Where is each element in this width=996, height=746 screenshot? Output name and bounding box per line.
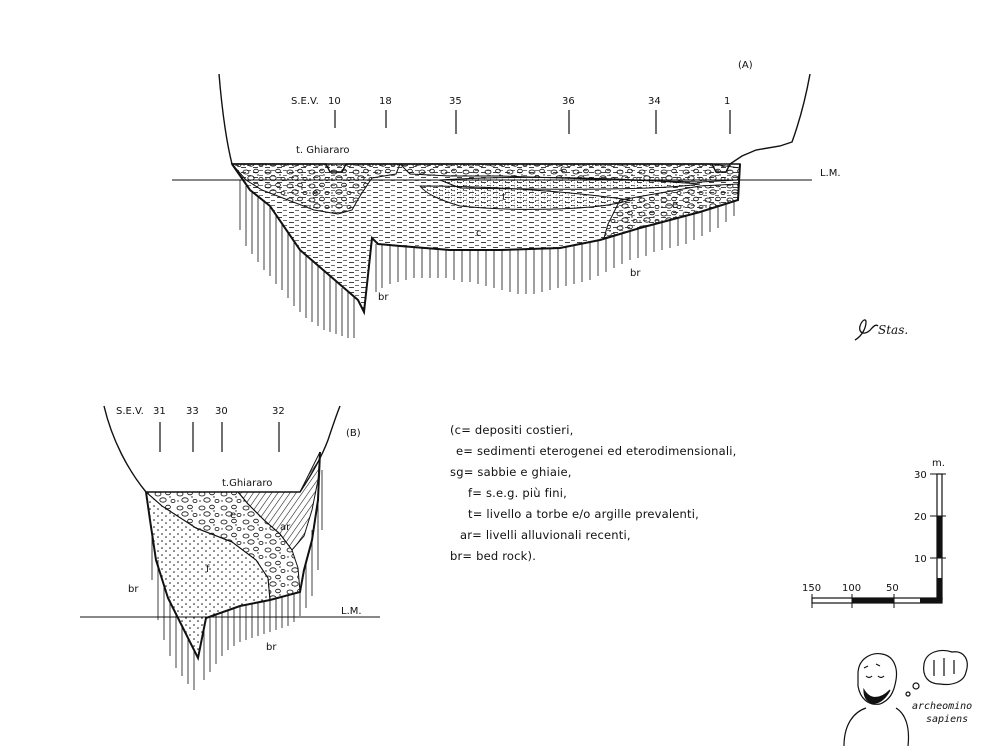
scale-h-100: 100 [842,583,861,594]
section-a-sev-36: 36 [562,96,575,107]
archeomino-logo [843,649,968,746]
section-b-sev-33: 33 [186,406,199,417]
section-a-sev-label: S.E.V. [291,96,319,107]
section-a-sev-10: 10 [328,96,341,107]
section-a-zone-c: c [560,164,566,175]
section-b-sev-32: 32 [272,406,285,417]
logo-line-1: archeomino [912,701,973,712]
signature: Stas. [854,319,908,341]
section-a-br-right: br [630,268,641,279]
section-a-sev-35: 35 [449,96,462,107]
logo-line-2: sapiens [926,714,969,725]
section-b-sev-label: S.E.V. [116,406,144,417]
scale-h-150: 150 [802,583,821,594]
section-a-zone-e: e [312,188,318,199]
caveman-head-icon [857,653,898,705]
section-b-river-label: t.Ghiararo [222,478,272,489]
section-b-sev-markers [159,422,280,452]
scale-v-20: 20 [914,512,927,523]
legend-item-sg: sg= sabbie e ghiaie, [450,465,572,479]
legend-item-e: e= sedimenti eterogenei ed eterodimensio… [456,444,737,458]
section-b-lm-label: L.M. [341,606,362,617]
section-a-sev-18: 18 [379,96,392,107]
section-a-bedrock-line [231,163,741,316]
section-b-zone-ar: ar [280,522,291,533]
scale-bar: m. 30 20 10 150 100 50 [802,458,946,608]
section-b-sev-31: 31 [153,406,166,417]
section-a-bedrock-hachures [239,180,735,338]
legend-item-ar: ar= livelli alluvionali recenti, [460,528,631,542]
section-b-alluvium-ar [236,451,321,551]
section-a-topography [218,73,811,173]
section-a-tag: (A) [738,60,753,71]
section-a: (A) S.E.V. 10 18 35 36 34 1 t. Ghiararo … [172,60,841,338]
section-a-sev-markers [334,110,731,134]
section-a-sev-1: 1 [724,96,730,107]
section-b-br-left: br [128,584,139,595]
section-a-gravel-left [230,163,401,215]
section-a-lm-label: L.M. [820,168,841,179]
section-a-zone-e-right: e [672,200,678,211]
legend-item-f: f= s.e.g. più fini, [468,486,567,500]
logo-text: archeomino sapiens [912,700,972,726]
section-a-river-label: t. Ghiararo [296,145,350,156]
section-b: S.E.V. 31 33 30 32 (B) t.Ghiararo [80,405,380,690]
section-a-zone-c-lower: c [476,228,482,239]
legend-item-t: t= livello a torbe e/o argille prevalent… [468,507,700,521]
legend-item-br: br= bed rock). [450,549,537,563]
section-a-br-left: br [378,292,389,303]
scale-unit: m. [932,458,945,469]
section-b-zone-e: e [230,510,236,521]
section-b-tag: (B) [346,428,361,439]
thought-bubble-icon [923,649,968,686]
section-a-zone-t: t [502,192,506,203]
section-b-bedrock-hachures [151,470,323,690]
signature-text: Stas. [878,323,908,337]
section-b-sev-30: 30 [215,406,228,417]
scale-v-30: 30 [914,470,927,481]
scale-v-10: 10 [914,554,927,565]
section-a-peat-lens-t [418,185,631,210]
section-a-sev-34: 34 [648,96,661,107]
section-b-br-bottom: br [266,642,277,653]
legend-item-c: (c= depositi costieri, [450,423,574,437]
section-b-zone-f: f [206,564,210,575]
scale-h-50: 50 [886,583,899,594]
legend: (c= depositi costieri, e= sedimenti eter… [450,420,790,567]
